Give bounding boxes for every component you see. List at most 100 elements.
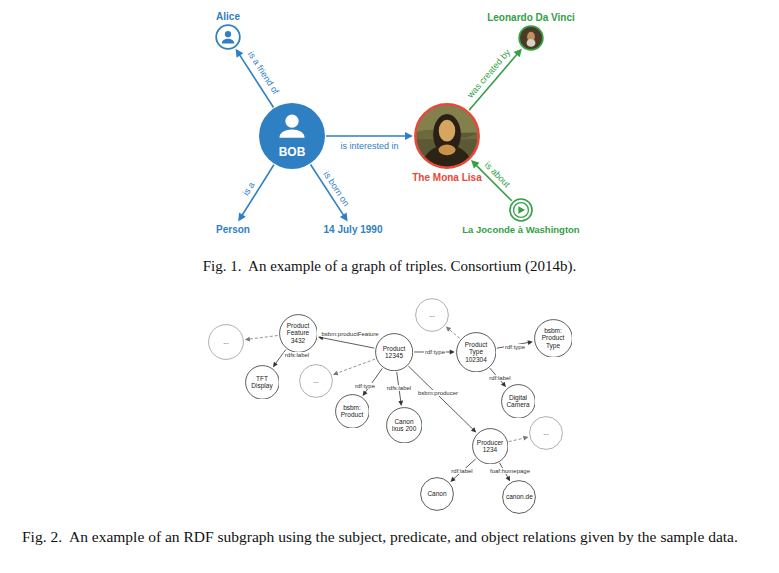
node-text: ... bbox=[313, 377, 318, 384]
arrowhead bbox=[501, 382, 506, 387]
connector-line bbox=[337, 359, 375, 373]
arrowhead bbox=[236, 49, 244, 58]
resource-node: Canon bbox=[420, 477, 454, 511]
icon-shape bbox=[414, 103, 480, 169]
arrowhead bbox=[446, 327, 451, 332]
arrowhead bbox=[514, 49, 522, 58]
icon-shape bbox=[518, 25, 544, 51]
node-text: Product 12345 bbox=[379, 345, 409, 360]
person-body bbox=[279, 129, 304, 137]
node-text: BOB bbox=[279, 146, 306, 158]
connector bbox=[446, 327, 460, 339]
icon-shape bbox=[215, 24, 241, 50]
node-text: ... bbox=[543, 429, 548, 436]
painting-ring bbox=[415, 104, 478, 167]
edge-label: rdf:type bbox=[354, 383, 376, 389]
resource-node: bsbm: Product bbox=[335, 394, 370, 429]
media-ring bbox=[510, 199, 532, 221]
entity-fill bbox=[259, 103, 325, 169]
media-inner-ring bbox=[514, 203, 529, 218]
resource-node: Product 12345 bbox=[375, 333, 413, 371]
connector-line bbox=[365, 368, 382, 392]
connector bbox=[414, 350, 455, 355]
entity-node: Alice bbox=[215, 11, 241, 51]
resource-node: canon.de bbox=[502, 480, 536, 514]
ellipse-outline bbox=[416, 299, 449, 332]
node-text: Alice bbox=[216, 11, 240, 23]
ellipse-outline bbox=[386, 407, 421, 442]
node-text: Person bbox=[216, 224, 250, 236]
edge-label: rdf:label bbox=[450, 468, 473, 474]
arrowhead bbox=[333, 371, 339, 375]
edge-label: is interested in bbox=[340, 142, 398, 151]
node-text: bsbm: Product bbox=[339, 404, 365, 419]
edge-label: is about bbox=[483, 160, 512, 189]
arrowhead bbox=[471, 160, 479, 168]
connector-line bbox=[242, 165, 274, 216]
ellipse-outline bbox=[209, 325, 244, 360]
ellipse-outline bbox=[530, 417, 563, 450]
connector bbox=[318, 336, 374, 348]
resource-node: Canon Ixus 200 bbox=[386, 407, 423, 444]
arrowhead bbox=[450, 350, 455, 355]
ellipse-outline bbox=[421, 478, 454, 511]
connector bbox=[238, 165, 274, 222]
node-text: ... bbox=[429, 311, 434, 318]
ellipse-outline bbox=[503, 481, 536, 514]
node-text: Leonardo Da Vinci bbox=[487, 12, 575, 24]
resource-node: Producer 1234 bbox=[472, 428, 509, 465]
edge-label: rdfs:label bbox=[386, 385, 412, 391]
ellipse-outline bbox=[472, 428, 507, 463]
arrowhead bbox=[238, 213, 246, 222]
entity-node: The Mona Lisa bbox=[412, 103, 481, 184]
arrowhead bbox=[398, 401, 403, 406]
edge-label: rdf:type bbox=[504, 344, 526, 350]
painting bbox=[414, 103, 480, 169]
edge-label: was created by bbox=[466, 48, 512, 100]
resource-node: TFT Display bbox=[245, 365, 280, 400]
connector-line bbox=[322, 338, 374, 348]
connector bbox=[450, 459, 475, 482]
edge-label: bsbm:productFeature bbox=[320, 331, 379, 337]
arrowhead bbox=[245, 337, 250, 342]
arrowhead bbox=[523, 436, 528, 441]
connector bbox=[509, 436, 529, 442]
ellipse-outline bbox=[300, 365, 333, 398]
figure-caption: Fig. 1. An example of a graph of triples… bbox=[0, 257, 779, 277]
connector-line bbox=[509, 438, 525, 442]
person-head bbox=[225, 31, 231, 37]
entity-node: La Joconde à Washington bbox=[462, 198, 579, 236]
connector-line bbox=[249, 336, 278, 340]
ellipse-outline bbox=[279, 314, 317, 352]
ellipse-outline bbox=[245, 365, 279, 399]
arrowhead bbox=[471, 427, 476, 432]
resource-node: ... bbox=[299, 364, 333, 398]
edge-label: rdf:type bbox=[424, 349, 446, 355]
connector bbox=[333, 359, 375, 375]
edge-label: foaf:homepage bbox=[489, 468, 531, 474]
arrowhead bbox=[450, 477, 455, 482]
arrowhead bbox=[363, 391, 368, 396]
ellipse-outline bbox=[375, 333, 412, 370]
node-text: Digital Camera bbox=[505, 394, 531, 409]
ellipse-outline bbox=[501, 384, 535, 418]
person-head bbox=[285, 115, 298, 128]
node-text: Producer 1234 bbox=[476, 439, 504, 454]
ellipse-outline bbox=[534, 319, 572, 357]
node-text: canon.de bbox=[506, 493, 532, 500]
edge-label: rdf:label bbox=[488, 375, 511, 381]
node-text: Canon bbox=[427, 490, 446, 497]
node-text: The Mona Lisa bbox=[412, 172, 481, 184]
literal-node: Person bbox=[216, 219, 250, 237]
arrowhead bbox=[273, 362, 278, 367]
connector-line bbox=[326, 135, 407, 137]
icon-shape bbox=[509, 198, 533, 222]
resource-node: Product Feature 3432 bbox=[279, 314, 318, 353]
resource-node: ... bbox=[208, 324, 244, 360]
node-text: TFT Display bbox=[249, 375, 275, 390]
node-text: Product Type 102304 bbox=[462, 341, 490, 363]
ellipse-outline bbox=[335, 394, 369, 428]
resource-node: ... bbox=[529, 416, 563, 450]
ellipse-outline bbox=[456, 332, 495, 371]
